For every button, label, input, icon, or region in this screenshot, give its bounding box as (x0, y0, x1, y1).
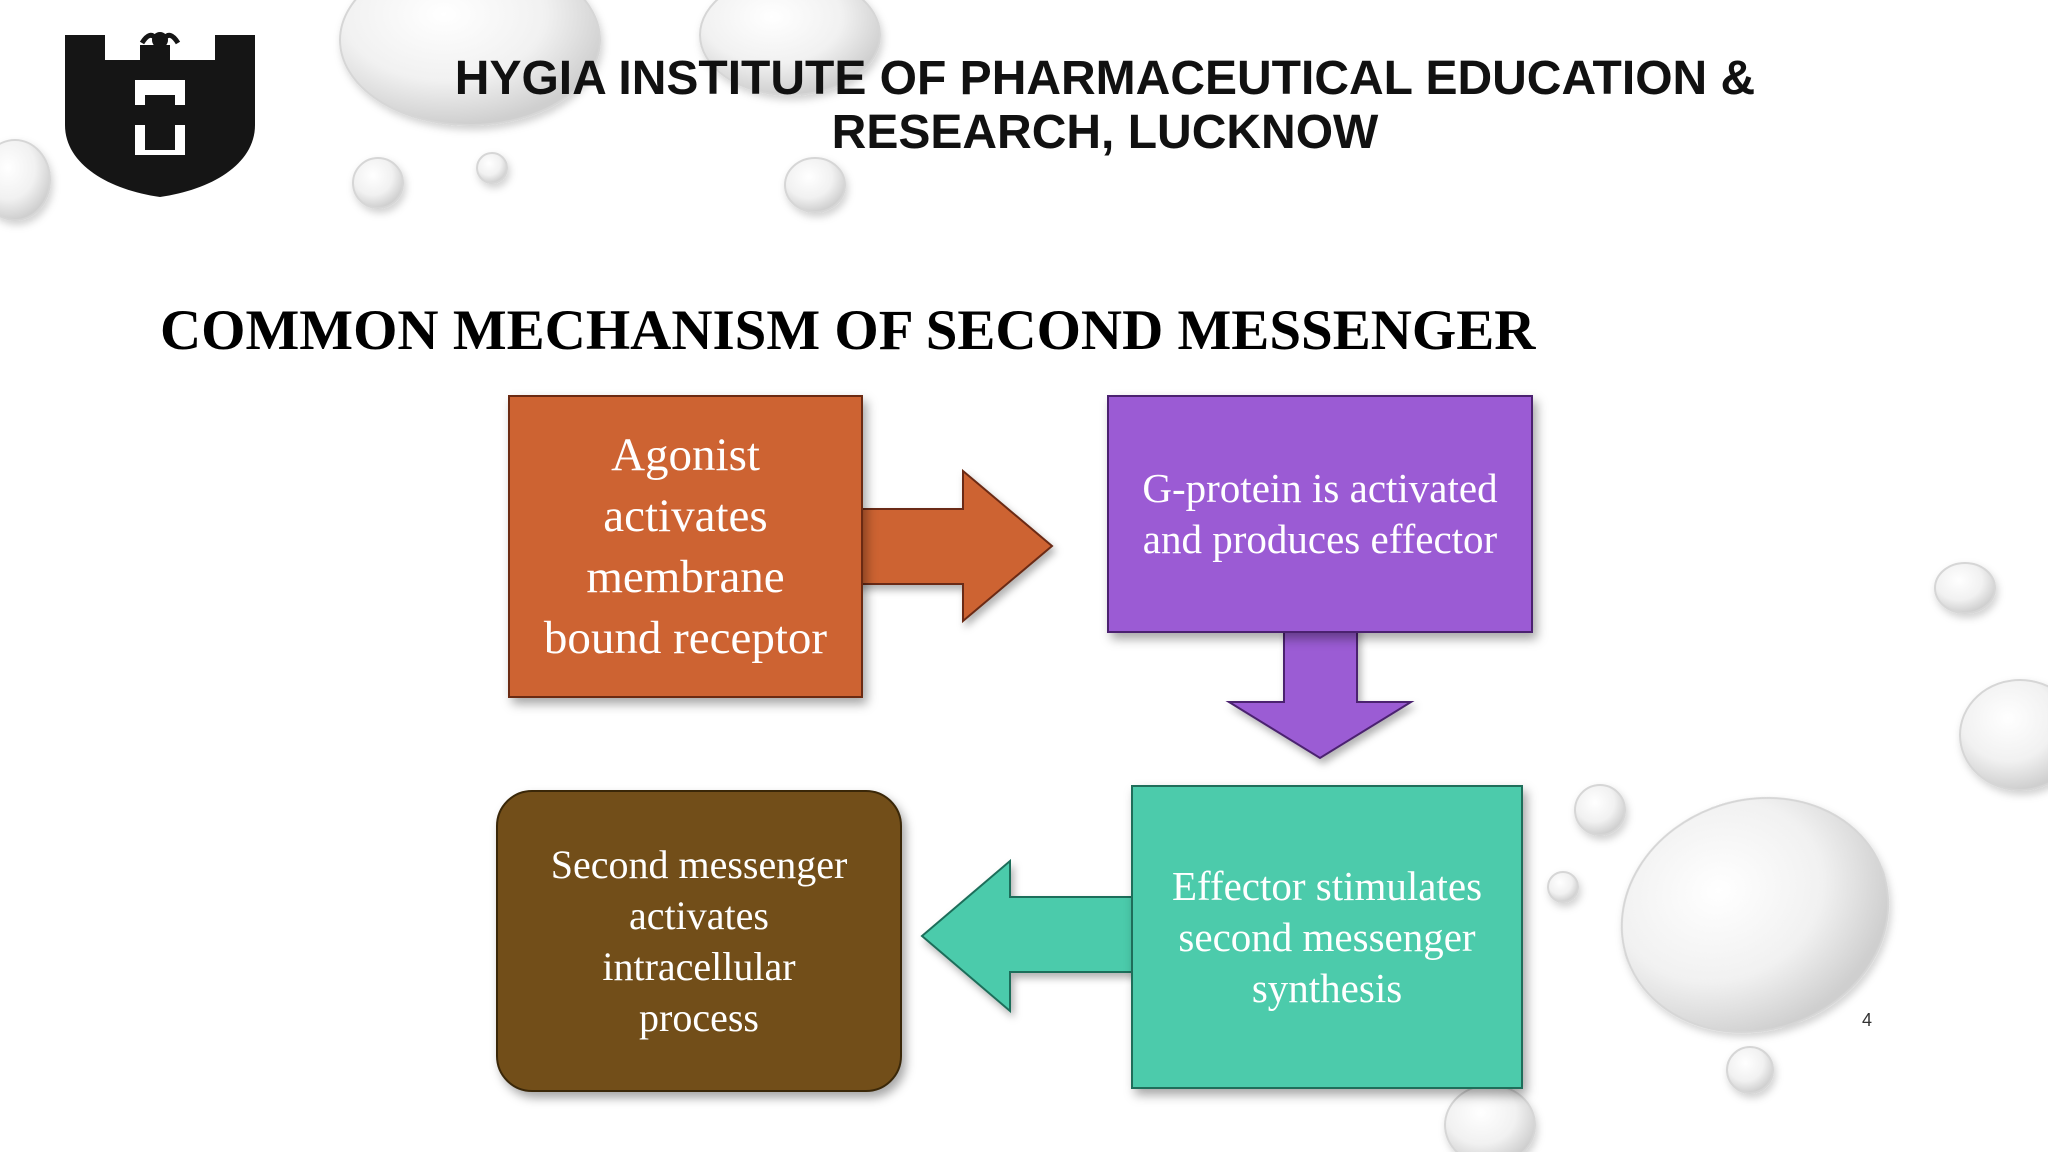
node-text-line: membrane (586, 550, 785, 603)
droplet (1726, 1046, 1774, 1094)
droplet (699, 0, 881, 96)
arrow-down-gprotein-to-effector (1225, 624, 1415, 760)
slide-page-number: 4 (1862, 1010, 1873, 1030)
node-text-line: intracellular (602, 944, 796, 989)
slide-title: COMMON MECHANISM OF SECOND MESSENGER (160, 299, 1536, 362)
node-text-line: G-protein is activated (1142, 465, 1498, 511)
hygia-logo-icon (65, 32, 255, 197)
node-text-line: bound receptor (543, 611, 828, 664)
node-text-line: process (639, 995, 759, 1040)
node-text-line: synthesis (1251, 964, 1403, 1011)
droplet (476, 152, 508, 184)
node-text-line: Agonist (611, 428, 760, 481)
node-text-line: and produces effector (1142, 516, 1498, 562)
node-effector-stimulates-synthesis: Effector stimulates second messenger syn… (1131, 785, 1523, 1089)
institute-name-line2: RESEARCH, LUCKNOW (831, 106, 1379, 159)
node-text-line: activates (603, 489, 768, 542)
droplet (1547, 871, 1579, 903)
arrow-left-effector-to-second (920, 858, 1139, 1014)
node-text-line: activates (629, 893, 769, 938)
droplet (0, 139, 51, 221)
node-second-messenger-activates-process: Second messenger activates intracellular… (496, 790, 902, 1092)
droplet (1620, 796, 1890, 1034)
node-text-line: Second messenger (550, 842, 848, 887)
node-text-line: Effector stimulates (1171, 862, 1483, 909)
droplet (352, 157, 404, 209)
node-agonist-activates-receptor: Agonist activates membrane bound recepto… (508, 395, 863, 698)
institute-name-line1: HYGIA INSTITUTE OF PHARMACEUTICAL EDUCAT… (454, 52, 1756, 105)
droplet (339, 0, 601, 126)
arrow-right-agonist-to-gprotein (854, 468, 1054, 624)
node-gprotein-activated: G-protein is activated and produces effe… (1107, 395, 1533, 633)
droplet (1934, 562, 1996, 614)
droplet (1574, 784, 1626, 836)
droplet (1959, 679, 2048, 791)
droplet (784, 157, 846, 213)
node-text-line: second messenger (1178, 913, 1476, 960)
